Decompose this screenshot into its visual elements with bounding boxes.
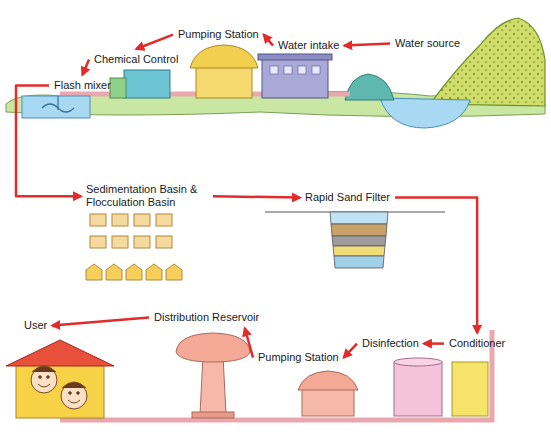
stage-label: Conditioner bbox=[447, 336, 507, 351]
chemical-annex bbox=[110, 78, 126, 98]
stage-name: Pumping Station bbox=[258, 351, 339, 364]
flow-arrow bbox=[395, 198, 477, 333]
stage-name: Pumping Station bbox=[178, 28, 259, 41]
stage-label: Pumping Station bbox=[256, 350, 341, 365]
stage-name: Disinfection bbox=[362, 337, 419, 350]
stage-name: Conditioner bbox=[449, 337, 505, 350]
flow-arrow bbox=[264, 35, 273, 46]
flow-arrow bbox=[52, 318, 149, 326]
house-roof bbox=[6, 340, 114, 366]
stage-label: Flash mixer bbox=[52, 78, 113, 93]
stage-label: Pumping Station bbox=[176, 27, 261, 42]
stage-label: User bbox=[22, 318, 49, 333]
stage-label: Sedimentation Basin & Flocculation Basin bbox=[84, 182, 210, 210]
disinfection-tank bbox=[394, 362, 442, 416]
flow-arrow bbox=[424, 342, 444, 345]
flow-arrow bbox=[344, 344, 357, 358]
sedimentation-basins bbox=[90, 214, 172, 248]
reservoir-tower bbox=[200, 356, 226, 414]
stage-label: Chemical Control bbox=[92, 52, 180, 67]
reservoir-tank bbox=[176, 333, 250, 362]
flow-arrow bbox=[136, 35, 173, 49]
stage-name: Water intake bbox=[278, 39, 339, 52]
sand-filter bbox=[330, 212, 388, 268]
flash-mixer-tank bbox=[22, 96, 90, 118]
flow-arrow bbox=[82, 60, 89, 75]
chemical-building bbox=[124, 70, 170, 98]
flocculation-basins bbox=[86, 264, 182, 280]
intake-building bbox=[262, 58, 328, 98]
stage-name: Distribution Reservoir bbox=[154, 311, 259, 324]
stage-name: Sedimentation Basin & Flocculation Basin bbox=[86, 183, 208, 209]
pump-dome bbox=[190, 45, 258, 68]
pump-dome bbox=[298, 371, 358, 390]
flow-arrow bbox=[245, 328, 253, 357]
house bbox=[16, 362, 104, 418]
stage-label: Water source bbox=[393, 36, 462, 51]
stage-name: Flash mixer bbox=[54, 79, 111, 92]
stage-name: User bbox=[24, 319, 47, 332]
water-pond bbox=[380, 98, 470, 128]
intake-dome bbox=[345, 74, 394, 100]
stage-label: Distribution Reservoir bbox=[152, 310, 261, 325]
intake-roof bbox=[258, 54, 332, 60]
people bbox=[31, 366, 87, 409]
pipe bbox=[60, 330, 492, 420]
conditioner-tank bbox=[452, 362, 488, 416]
stage-name: Chemical Control bbox=[94, 53, 178, 66]
stage-label: Disinfection bbox=[360, 336, 421, 351]
flow-arrow bbox=[16, 86, 81, 197]
stage-label: Water intake bbox=[276, 38, 341, 53]
stage-name: Water source bbox=[395, 37, 460, 50]
stage-name: Rapid Sand Filter bbox=[305, 191, 390, 204]
flow-arrow bbox=[344, 44, 390, 46]
stage-label: Rapid Sand Filter bbox=[303, 190, 392, 205]
pump-station bbox=[196, 66, 252, 98]
hill bbox=[430, 18, 545, 106]
pump-station bbox=[302, 388, 354, 416]
flow-arrow bbox=[213, 196, 300, 197]
